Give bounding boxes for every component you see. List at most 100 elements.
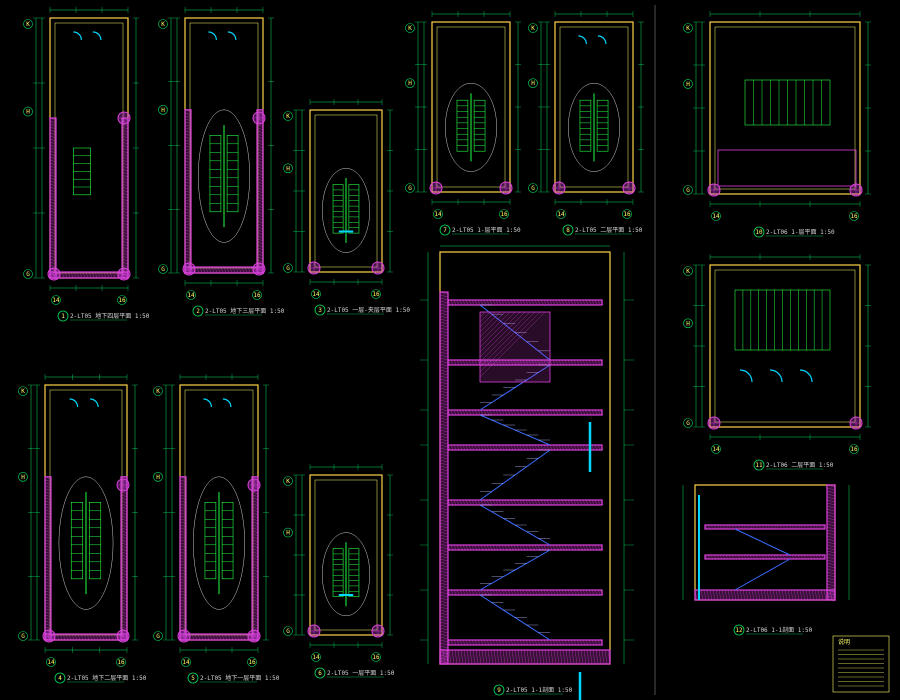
sheet-caption: 2-LT06 1-1剖面 1:50 — [746, 626, 813, 634]
grid-axis-bubble — [158, 105, 168, 115]
sheet-number-bubble — [57, 310, 69, 322]
grid-axis-bubble — [528, 183, 538, 193]
grid-axis-label: 14 — [187, 292, 195, 299]
plan-inner-line — [436, 26, 506, 188]
sheet-caption: 2-LT06 1-层平面 1:50 — [766, 229, 835, 236]
sheet-caption: 2-LT05 二层平面 1:50 — [575, 227, 643, 234]
stair-run — [734, 528, 791, 556]
wall-segment — [447, 544, 603, 551]
sheet-number: 1 — [61, 313, 65, 320]
sheet-number-bubble — [54, 672, 66, 684]
grid-axis-label: K — [686, 25, 690, 32]
grid-axis-bubble — [283, 111, 293, 121]
door-swing — [739, 369, 753, 383]
grid-axis-label: K — [286, 113, 290, 120]
sheet-caption: 2-LT05 地下四层平面 1:50 — [70, 312, 150, 320]
landing-arc — [198, 109, 250, 243]
plan-inner-line — [714, 26, 856, 190]
grid-axis-bubble — [433, 209, 443, 219]
sheet-number-bubble — [187, 672, 199, 684]
wall-segment — [704, 554, 826, 560]
grid-axis-bubble — [849, 211, 859, 221]
grid-axis-label: 14 — [557, 211, 565, 218]
grid-axis-bubble — [528, 23, 538, 33]
door-swing — [799, 369, 813, 383]
grid-axis-label: 16 — [623, 211, 631, 218]
plan-inner-line — [714, 269, 856, 423]
stair-flight — [473, 99, 486, 152]
grid-axis-bubble — [711, 211, 721, 221]
sheet-number-bubble — [439, 224, 451, 236]
grid-axis-bubble — [18, 386, 28, 396]
landing-arc — [321, 168, 371, 253]
grid-axis-bubble — [683, 318, 693, 329]
grid-axis-bubble — [499, 209, 509, 219]
plan-inner-line — [314, 479, 378, 631]
plan-inner-line — [54, 22, 124, 274]
wall-segment — [179, 476, 187, 641]
grid-axis-label: 14 — [712, 446, 720, 453]
grid-axis-bubble — [683, 266, 693, 276]
grid-axis-bubble — [283, 626, 293, 636]
sheet-number: 12 — [735, 627, 743, 634]
grid-axis-bubble — [158, 264, 168, 274]
plan-outline — [709, 21, 861, 195]
grid-axis-label: 16 — [118, 297, 126, 304]
hatched-block — [479, 311, 551, 383]
sheet-number: 2 — [196, 308, 200, 315]
landing-arc — [193, 476, 245, 610]
wall-segment — [447, 499, 603, 506]
grid-axis-label: G — [286, 265, 290, 272]
grid-axis-label: 14 — [182, 659, 190, 666]
grid-axis-bubble — [683, 418, 693, 428]
grid-axis-bubble — [23, 269, 33, 279]
stair-flight — [88, 501, 102, 580]
grid-axis-label: K — [161, 21, 165, 28]
grid-axis-label: K — [408, 25, 412, 32]
sheet-number-bubble — [314, 304, 326, 316]
grid-axis-bubble — [18, 471, 28, 482]
sheet-number-bubble — [753, 226, 765, 238]
grid-axis-label: G — [161, 266, 165, 273]
sheet-caption: 2-LT05 地下二层平面 1:50 — [67, 674, 147, 682]
door-swing — [208, 31, 217, 41]
grid-axis-bubble — [153, 386, 163, 396]
sheet-number: 5 — [191, 675, 195, 682]
grid-axis-label: G — [21, 633, 25, 640]
grid-axis-bubble — [117, 295, 127, 305]
sheet-caption: 2-LT05 1-层平面 1:50 — [452, 227, 521, 234]
stair-flight — [70, 501, 84, 580]
grid-axis-label: 16 — [372, 291, 380, 298]
grid-axis-label: 14 — [47, 659, 55, 666]
wall-segment — [251, 476, 259, 641]
plan-inner-line — [559, 26, 629, 188]
grid-axis-label: H — [156, 474, 160, 481]
sheet-number-bubble — [192, 305, 204, 317]
grid-axis-label: H — [286, 165, 290, 172]
grid-axis-bubble — [371, 289, 381, 299]
grid-axis-label: G — [156, 633, 160, 640]
grid-axis-label: K — [26, 21, 30, 28]
stair-flight — [221, 501, 234, 580]
door-swing — [227, 31, 237, 41]
wall-segment — [447, 409, 603, 416]
wall-segment — [447, 299, 603, 306]
grid-axis-label: 16 — [850, 446, 858, 453]
stair-flight — [456, 99, 469, 152]
sheet-number: 6 — [318, 670, 322, 677]
grid-axis-bubble — [683, 185, 693, 195]
grid-axis-bubble — [158, 19, 168, 29]
grid-axis-label: K — [686, 268, 690, 275]
grid-axis-bubble — [283, 163, 293, 174]
landing-arc — [321, 532, 371, 617]
sheet-number: 8 — [566, 227, 570, 234]
door-swing — [90, 398, 99, 408]
wall-segment — [447, 639, 603, 646]
plan-inner-line — [314, 114, 378, 268]
sheet-number-bubble — [733, 624, 745, 636]
